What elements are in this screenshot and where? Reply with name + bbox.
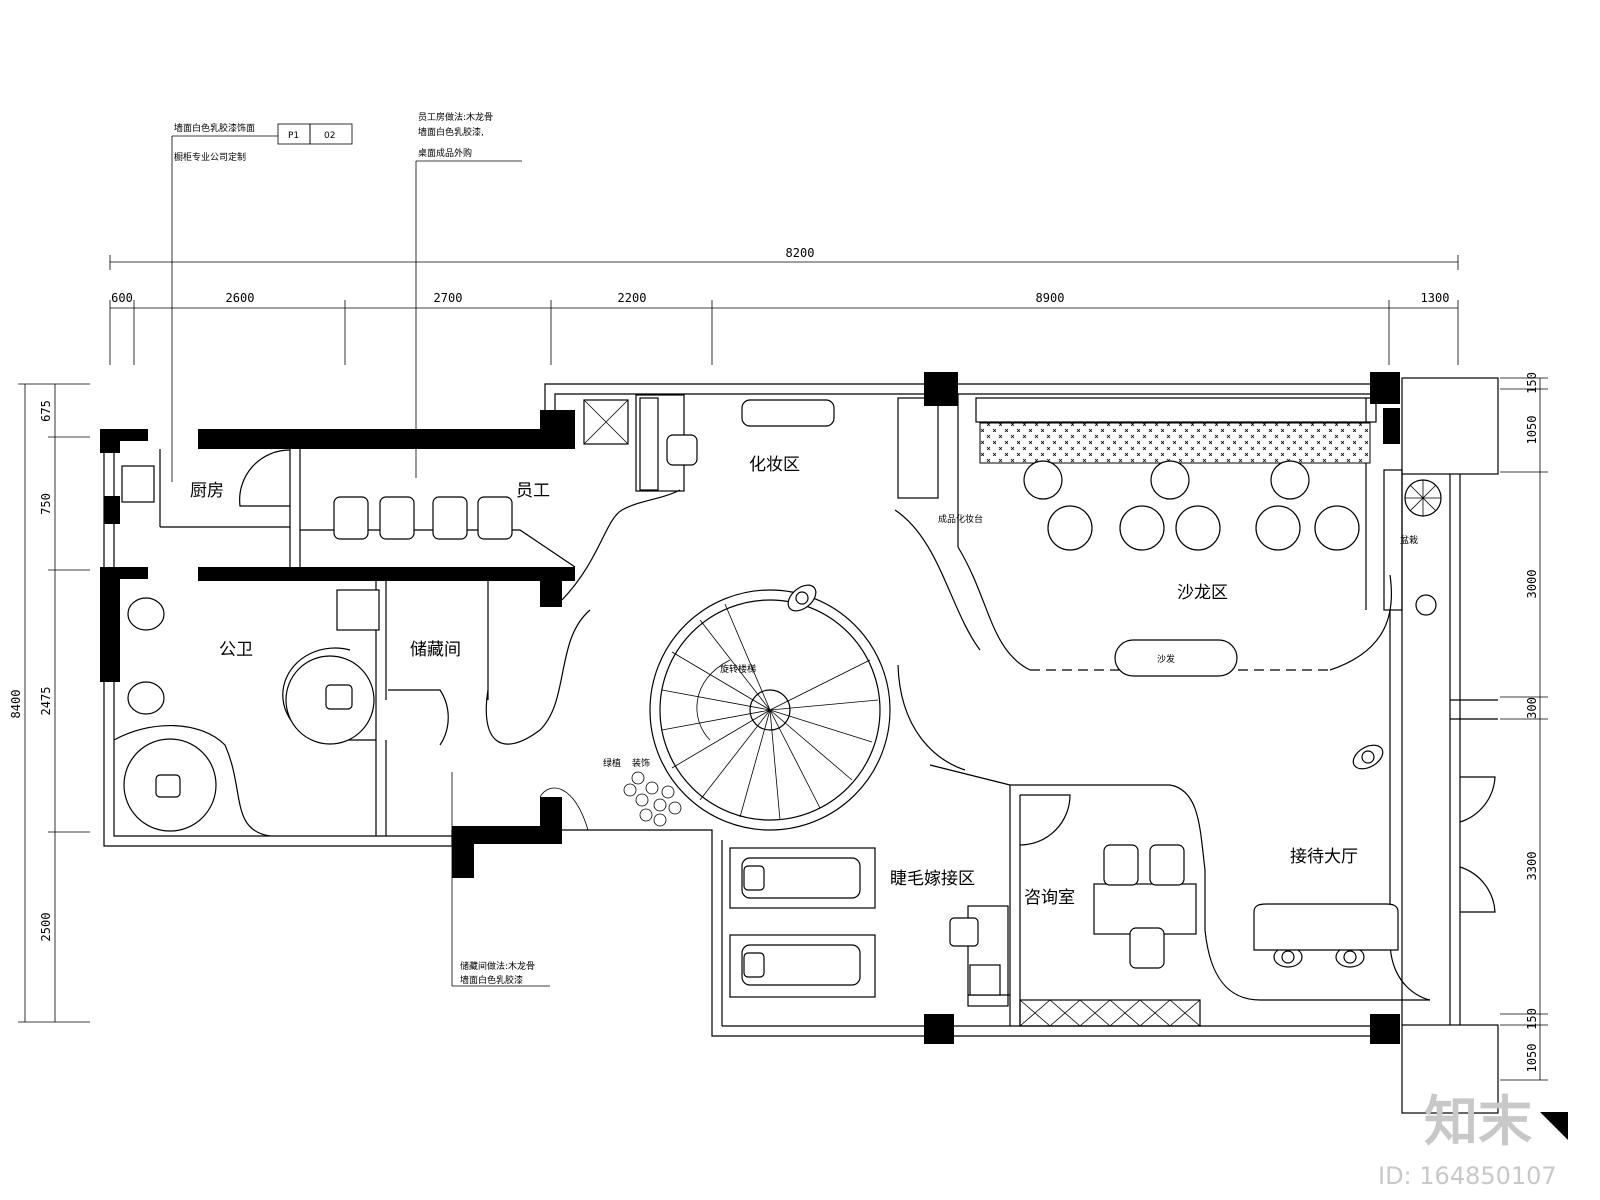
salon-display-counter [979, 422, 1371, 464]
room-label-storage: 储藏间 [410, 640, 461, 660]
dim-left-3: 2475 [39, 687, 53, 716]
dim-right-4: 300 [1525, 697, 1539, 719]
svg-text:装饰: 装饰 [632, 757, 650, 769]
dim-right-1: 150 [1525, 372, 1539, 394]
top-dimensions: 8200 600 2600 2700 2200 8900 1300 [109, 246, 1459, 365]
svg-text:02: 02 [324, 131, 335, 141]
dim-left-4: 2500 [39, 913, 53, 942]
room-label-consult: 咨询室 [1024, 888, 1075, 908]
dim-right-3: 3000 [1525, 570, 1539, 599]
salon-furniture: 沙发 [1023, 460, 1360, 677]
watermark: 知末 ID: 164850107 [1378, 1090, 1568, 1190]
spiral-staircase: 旋转楼梯 [649, 589, 891, 831]
room-label-lash: 睫毛嫁接区 [890, 869, 975, 889]
svg-text:盆栽: 盆栽 [1400, 534, 1418, 546]
plant-cluster: 绿植 装饰 [603, 757, 682, 827]
room-label-public-wc: 公卫 [219, 640, 253, 660]
svg-text:员工房做法:木龙骨: 员工房做法:木龙骨 [418, 111, 493, 123]
svg-text:橱柜专业公司定制: 橱柜专业公司定制 [174, 151, 246, 163]
reception-desk [1253, 903, 1399, 951]
person-figures [787, 584, 1384, 968]
kitchen-sink [121, 465, 155, 503]
dim-top-3: 2700 [434, 291, 463, 305]
x-cabinets [583, 399, 1201, 1027]
dim-top-total: 8200 [786, 246, 815, 260]
consult-furniture [1093, 844, 1197, 969]
right-dimensions: 150 1050 3000 300 3300 150 1050 [1500, 372, 1548, 1081]
watermark-corner-icon [1540, 1112, 1568, 1140]
dim-top-4: 2200 [618, 291, 647, 305]
svg-text:绿植: 绿植 [603, 757, 621, 769]
note-storage-finish: 储藏间做法:木龙骨 墙面白色乳胶漆 [451, 772, 550, 987]
dim-right-7: 1050 [1525, 1044, 1539, 1073]
svg-text:旋转楼梯: 旋转楼梯 [720, 663, 756, 675]
dim-right-5: 3300 [1525, 852, 1539, 881]
room-label-kitchen: 厨房 [190, 481, 224, 501]
dim-right-2: 1050 [1525, 416, 1539, 445]
lash-stool [949, 917, 979, 947]
room-label-reception: 接待大厅 [1290, 847, 1358, 867]
svg-text:墙面白色乳胶漆饰面: 墙面白色乳胶漆饰面 [174, 122, 255, 134]
dim-top-2: 2600 [226, 291, 255, 305]
room-label-makeup: 化妆区 [749, 455, 800, 475]
room-label-salon: 沙龙区 [1177, 583, 1228, 603]
svg-text:储藏间做法:木龙骨: 储藏间做法:木龙骨 [460, 960, 535, 972]
note-kitchen-finish: 墙面白色乳胶漆饰面 橱柜专业公司定制 P1 02 [171, 122, 353, 482]
wc-basin-1 [127, 597, 165, 631]
dim-top-6: 1300 [1421, 291, 1450, 305]
consult-desk [1093, 883, 1197, 935]
dim-left-1: 675 [39, 400, 53, 422]
storage-sink [336, 589, 380, 631]
dim-left-total: 8400 [9, 690, 23, 719]
salon-sofa [1114, 639, 1238, 677]
wc-basin-2 [127, 681, 165, 715]
dim-top-5: 8900 [1036, 291, 1065, 305]
watermark-logo: 知末 [1424, 1090, 1532, 1153]
svg-text:桌面成品外购: 桌面成品外购 [418, 147, 472, 159]
plant-curve [539, 787, 589, 831]
makeup-table [741, 399, 835, 427]
note-makeup-table: 成品化妆台 [938, 513, 983, 525]
svg-text:墙面白色乳胶漆,: 墙面白色乳胶漆, [418, 126, 484, 138]
dim-top-1: 600 [111, 291, 133, 305]
svg-text:沙发: 沙发 [1157, 653, 1175, 665]
walls [100, 372, 1400, 1044]
lash-beds [729, 847, 876, 998]
dim-left-2: 750 [39, 493, 53, 515]
svg-text:墙面白色乳胶漆: 墙面白色乳胶漆 [460, 974, 523, 986]
svg-text:P1: P1 [288, 131, 299, 141]
staff-chairs [333, 496, 513, 540]
room-labels: 厨房 员工 化妆区 沙龙区 公卫 储藏间 睫毛嫁接区 咨询室 接待大厅 [190, 455, 1358, 908]
left-dimensions: 8400 675 750 2475 2500 [9, 383, 90, 1023]
note-staff-finish: 员工房做法:木龙骨 墙面白色乳胶漆, 桌面成品外购 [415, 111, 522, 478]
lash-sink [969, 964, 1001, 996]
dim-right-6: 150 [1525, 1008, 1539, 1030]
room-label-staff: 员工 [516, 481, 550, 501]
watermark-id: ID: 164850107 [1378, 1162, 1557, 1190]
makeup-stool [666, 434, 698, 466]
